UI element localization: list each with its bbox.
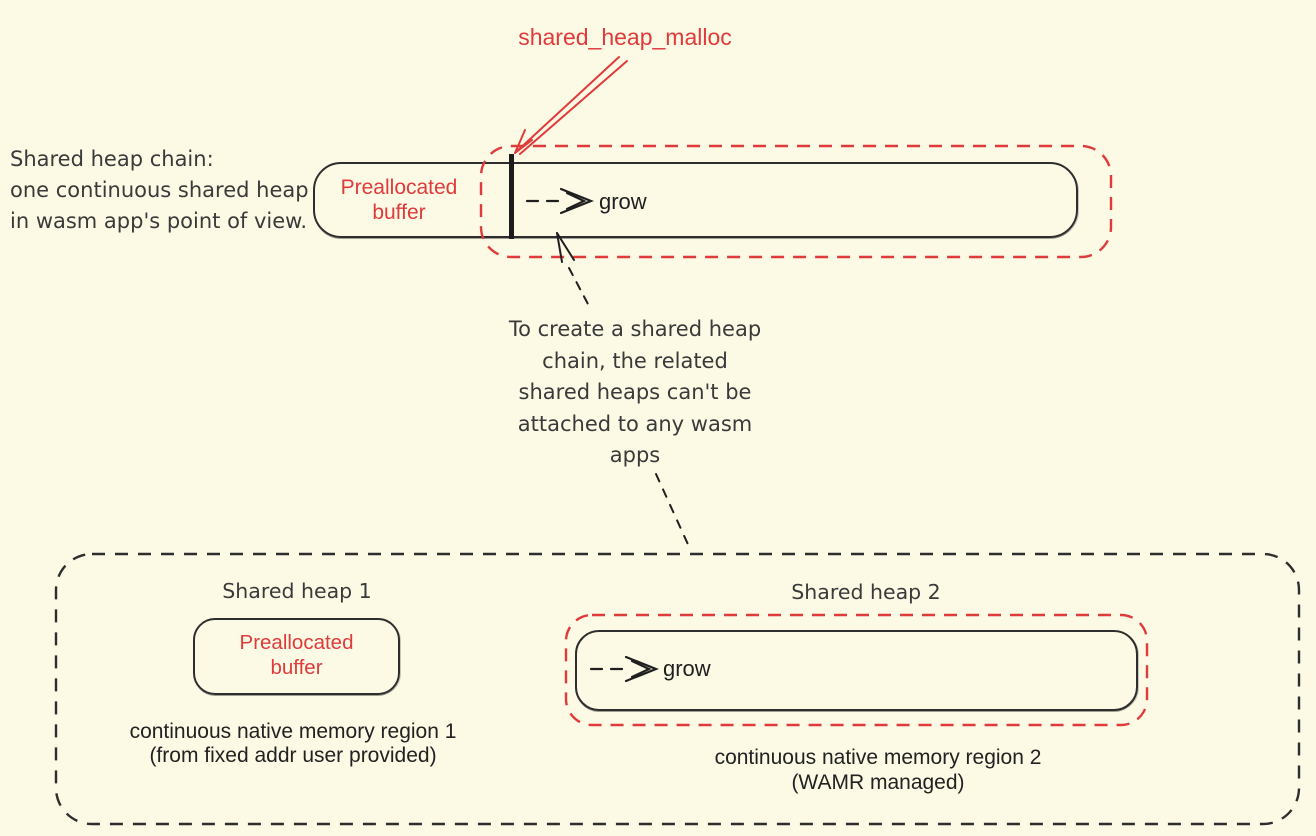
heap2-caption: continuous native memory region 2 (WAMR … (678, 746, 1078, 795)
middle-note-line: apps (609, 443, 661, 467)
heap1-caption: continuous native memory region 1 (from … (93, 720, 493, 767)
heap1-caption-line: continuous native memory region 1 (129, 720, 457, 743)
preallocated-buffer-label: Preallocated buffer (320, 175, 478, 225)
heap1-caption-line: (from fixed addr user provided) (149, 743, 437, 767)
note-connector-line (655, 473, 692, 552)
heap2-caption-line: (WAMR managed) (791, 770, 965, 794)
pointer-arrow-icon (556, 232, 590, 307)
left-note-line: one continuous shared heap (10, 178, 309, 202)
grow-label: grow (599, 189, 647, 214)
middle-note-line: To create a shared heap (508, 317, 762, 341)
middle-note-line: shared heaps can't be (518, 380, 752, 404)
heap-boundary-bar (509, 154, 514, 239)
middle-note: To create a shared heap chain, the relat… (454, 314, 816, 472)
left-note-line: Shared heap chain: (10, 147, 214, 171)
preallocated-buffer-label-line: buffer (372, 201, 426, 224)
malloc-arrow-icon (514, 56, 628, 155)
preallocated-buffer-box-line: buffer (270, 656, 323, 679)
grow-label-2: grow (663, 656, 711, 681)
shared-heap-malloc-label: shared_heap_malloc (518, 24, 732, 50)
middle-note-line: attached to any wasm (517, 411, 753, 436)
heap2-box (575, 630, 1138, 711)
middle-note-line: chain, the related (542, 348, 728, 373)
left-note-line: in wasm app's point of view. (10, 209, 308, 233)
heap2-caption-line: continuous native memory region 2 (714, 746, 1042, 769)
preallocated-buffer-box-line: Preallocated (239, 631, 354, 654)
shared-heap-1-title: Shared heap 1 (222, 579, 372, 603)
preallocated-buffer-box-label: Preallocated buffer (193, 630, 400, 680)
left-note: Shared heap chain: one continuous shared… (10, 144, 320, 237)
shared-heap-2-title: Shared heap 2 (791, 580, 941, 604)
preallocated-buffer-label-line: Preallocated (340, 176, 458, 199)
